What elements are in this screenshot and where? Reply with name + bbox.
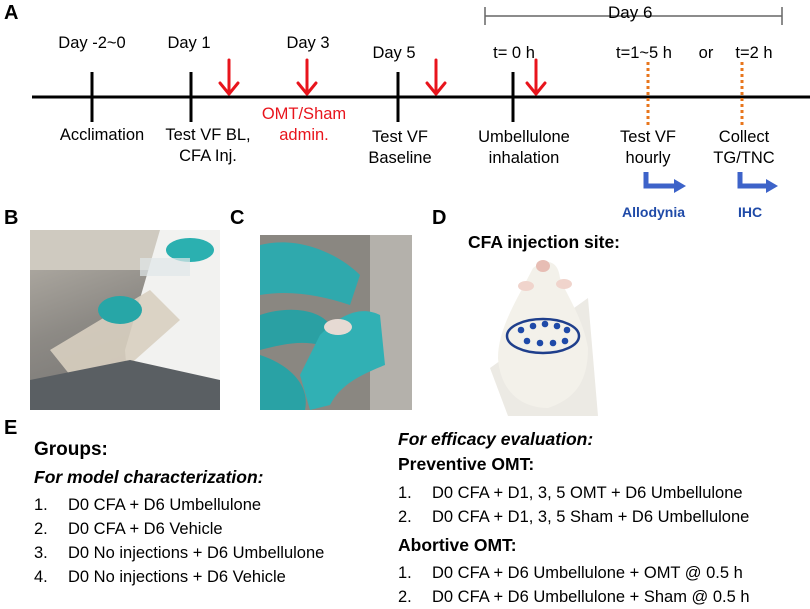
preventive-heading: Preventive OMT: [398, 454, 535, 474]
top-label-t2h: t=2 h [735, 44, 773, 62]
model-list: 1.D0 CFA + D6 Umbellulone 2.D0 CFA + D6 … [34, 493, 324, 589]
preventive-list: 1.D0 CFA + D1, 3, 5 OMT + D6 Umbellulone… [398, 481, 749, 529]
arrow-t0 [525, 58, 547, 96]
injection-oval [505, 317, 581, 355]
list-item: 2.D0 CFA + D6 Umbellulone + Sham @ 0.5 h [398, 588, 750, 606]
efficacy-heading: For efficacy evaluation: [398, 429, 594, 449]
top-label-day-5: Day 5 [372, 44, 416, 62]
top-label-t0: t= 0 h [493, 44, 535, 62]
list-item: 1.D0 CFA + D1, 3, 5 OMT + D6 Umbellulone [398, 484, 743, 502]
outcome-allodynia: Allodynia [622, 204, 686, 220]
abortive-list: 1.D0 CFA + D6 Umbellulone + OMT @ 0.5 h … [398, 561, 750, 609]
top-label-day-3: Day 3 [286, 34, 330, 52]
arrow-ihc [737, 172, 778, 193]
photo-c-illustration [260, 235, 412, 410]
list-item: 2.D0 CFA + D1, 3, 5 Sham + D6 Umbellulon… [398, 508, 750, 526]
arrow-allodynia [643, 172, 686, 193]
photo-b-illustration [30, 230, 220, 410]
groups-heading: Groups: [34, 439, 108, 460]
top-label-day-m2: Day -2~0 [58, 34, 126, 52]
top-label-t1-5h: t=1~5 h [616, 44, 672, 62]
outcome-ihc: IHC [738, 204, 763, 220]
top-label-or: or [698, 44, 714, 62]
timeline-graphic [32, 7, 810, 193]
event-test-vf-bl: Test VF BL,CFA Inj. [165, 126, 251, 165]
list-item: 1.D0 CFA + D6 Umbellulone + OMT @ 0.5 h [398, 564, 743, 582]
list-item: 3.D0 No injections + D6 Umbellulone [34, 544, 325, 562]
model-heading: For model characterization: [34, 467, 264, 487]
photo-b [30, 230, 220, 410]
injection-dots [517, 320, 571, 347]
arrow-day1 [218, 58, 240, 96]
panel-label-e: E [4, 417, 18, 439]
event-acclimation: Acclimation [59, 126, 145, 144]
panel-label-a: A [4, 2, 19, 24]
cfa-site-title: CFA injection site: [468, 232, 621, 252]
list-item: 2.D0 CFA + D6 Vehicle [34, 520, 223, 538]
arrow-day5 [425, 58, 447, 96]
top-label-day-1: Day 1 [167, 34, 211, 52]
abortive-heading: Abortive OMT: [398, 535, 517, 555]
arrow-day3 [296, 58, 318, 96]
list-item: 1.D0 CFA + D6 Umbellulone [34, 496, 262, 514]
list-item: 4.D0 No injections + D6 Vehicle [34, 568, 286, 586]
rat-illustration [490, 260, 598, 416]
day6-label: Day 6 [608, 3, 653, 22]
panel-label-c: C [230, 207, 245, 229]
panel-label-d: D [432, 207, 447, 229]
panel-label-b: B [4, 207, 19, 229]
red-arrows [218, 58, 547, 96]
photo-c [260, 235, 412, 410]
